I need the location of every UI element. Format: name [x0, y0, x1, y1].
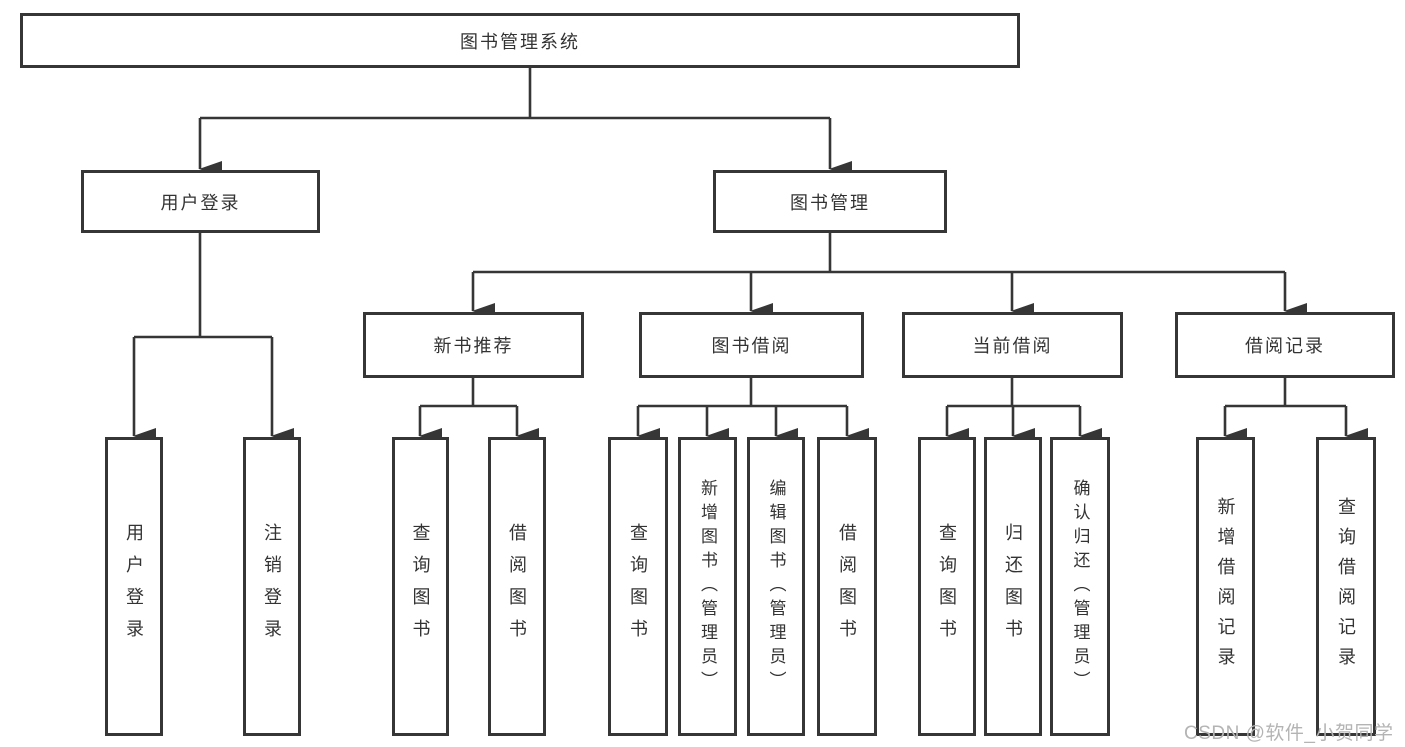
leaf-confirm-return-admin: 确认归还（管理员）: [1050, 437, 1110, 736]
leaf-user-login: 用户登录: [105, 437, 163, 736]
node-user-login-branch: 用户登录: [81, 170, 320, 233]
leaf-return-books: 归还图书: [984, 437, 1042, 736]
leaf-borrow-borrow-books: 借阅图书: [817, 437, 877, 736]
leaf-label: 编辑图书（管理员）: [766, 478, 786, 695]
node-new-book-recommend: 新书推荐: [363, 312, 584, 378]
leaf-label: 查询图书: [628, 522, 648, 651]
node-borrow-records: 借阅记录: [1175, 312, 1395, 378]
leaf-label: 注销登录: [262, 522, 282, 651]
leaf-query-borrow-record: 查询借阅记录: [1316, 437, 1376, 736]
leaf-label: 新增图书（管理员）: [698, 478, 717, 695]
leaf-label: 归还图书: [1003, 522, 1023, 651]
node-root: 图书管理系统: [20, 13, 1020, 68]
leaf-label: 查询借阅记录: [1336, 496, 1356, 677]
leaf-label: 借阅图书: [507, 522, 527, 651]
watermark: CSDN @软件_小贺同学: [1184, 723, 1394, 744]
leaf-label: 查询图书: [410, 522, 431, 651]
leaf-current-query-books: 查询图书: [918, 437, 976, 736]
leaf-add-books-admin: 新增图书（管理员）: [678, 437, 737, 736]
node-current-borrow: 当前借阅: [902, 312, 1123, 378]
leaf-label: 查询图书: [937, 522, 957, 651]
leaf-edit-books-admin: 编辑图书（管理员）: [747, 437, 805, 736]
leaf-add-borrow-record: 新增借阅记录: [1196, 437, 1255, 736]
leaf-borrow-query-books: 查询图书: [608, 437, 668, 736]
leaf-label: 新增借阅记录: [1215, 496, 1236, 677]
leaf-label: 借阅图书: [837, 522, 857, 651]
leaf-label: 确认归还（管理员）: [1070, 478, 1090, 695]
leaf-logout: 注销登录: [243, 437, 301, 736]
node-book-management-branch: 图书管理: [713, 170, 947, 233]
leaf-recommend-borrow-books: 借阅图书: [488, 437, 546, 736]
node-book-borrow: 图书借阅: [639, 312, 864, 378]
leaf-label: 用户登录: [124, 522, 144, 651]
leaf-recommend-query-books: 查询图书: [392, 437, 449, 736]
